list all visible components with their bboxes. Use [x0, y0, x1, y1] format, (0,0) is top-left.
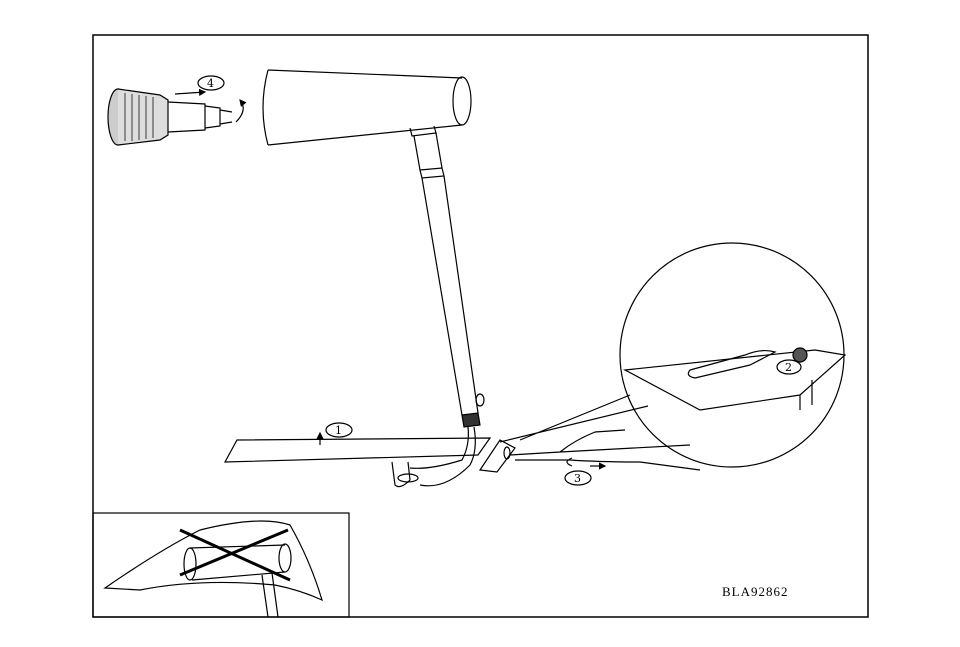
bulb-illustration: [107, 88, 247, 146]
lamp-stem: [409, 132, 485, 487]
diagram-frame: [92, 34, 869, 618]
step-4-marker: [197, 75, 225, 91]
step-3-label: 3: [574, 472, 581, 485]
clamp-and-hands: [391, 429, 701, 488]
step-2-label: 2: [785, 361, 792, 374]
detail-magnifier: [499, 242, 847, 468]
step-4-label: 4: [207, 77, 214, 90]
mounting-surface: [223, 422, 492, 463]
incorrect-usage-inset: [92, 512, 350, 618]
step-1-label: 1: [335, 424, 342, 437]
model-code: BLA92862: [722, 584, 789, 599]
lamp-shade: [262, 69, 472, 146]
